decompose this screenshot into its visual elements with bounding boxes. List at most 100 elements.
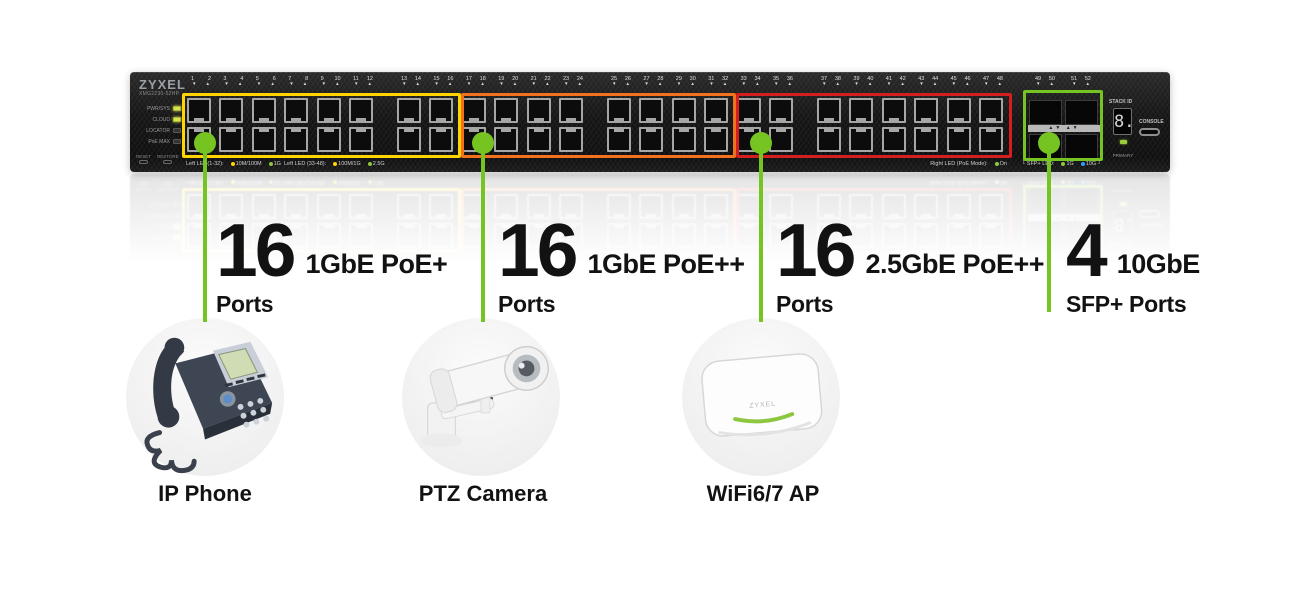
legend-text: Left LED (33-48): (283, 161, 327, 167)
ip-phone-illustration (144, 337, 273, 474)
status-led-row: CLOUD (135, 114, 181, 125)
rj45-port (526, 98, 551, 123)
rj45-port (736, 98, 761, 123)
restore-button: RESTORE (157, 154, 179, 164)
legend-text: 1G (273, 161, 281, 167)
rj45-port (397, 98, 421, 123)
port-arrow-icons: ▼▲ (289, 81, 308, 86)
connector-line-1 (194, 132, 216, 322)
port-arrow-icons: ▼▲ (774, 81, 792, 86)
connector-dot-3 (750, 132, 772, 154)
legend-dot (1061, 161, 1066, 166)
rj45-port (251, 127, 276, 152)
port-arrow-icons: ▼▲ (644, 81, 663, 86)
sfp-cage (1029, 100, 1062, 125)
rj45-port (559, 127, 583, 152)
device-circle-ptz-camera (402, 318, 560, 476)
port-arrow-icons: ▼▲ (354, 81, 372, 86)
annotation-count: 16 (776, 208, 856, 292)
rj45-port (251, 98, 276, 123)
connector-dot-4 (1038, 132, 1060, 154)
port-arrow-icons: ▼▲ (224, 81, 243, 86)
device-circle-wifi-ap: ZYXEL (682, 318, 840, 476)
legend-text: 10M/100M (235, 161, 262, 167)
rj45-port (881, 98, 906, 123)
rj45-port (284, 127, 309, 152)
rj45-port (946, 98, 971, 123)
legend-right: Right LED (PoE Mode):On (760, 161, 1010, 167)
rj45-port (429, 98, 454, 123)
connector-line-4 (1038, 132, 1060, 312)
rj45-port (397, 127, 421, 152)
status-led-label: PWR/SYS (146, 105, 170, 112)
port-arrow-icons: ▼▲ (434, 81, 453, 86)
legend-text: 2.5G (372, 161, 385, 167)
rj45-port (881, 127, 906, 152)
port-arrow-icons: ▼▲ (886, 81, 905, 86)
port-group-annotation-4: 4 10GbE SFP+ Ports (1066, 213, 1201, 318)
model-number: XMG2230-52HP (139, 91, 180, 97)
port-arrow-icons: ▼▲ (612, 81, 630, 86)
annotation-unit: Ports (216, 290, 274, 317)
rj45-port (671, 98, 696, 123)
rj45-port (704, 98, 729, 123)
legend-text: Right LED (PoE Mode): (930, 161, 988, 167)
connector-dot-1 (194, 132, 216, 154)
port-arrow-icons: ▼▲ (984, 81, 1002, 86)
port-arrow-icons: ▼▲ (466, 81, 485, 86)
status-led-label: PoE MAX (148, 138, 170, 145)
rj45-port (769, 98, 793, 123)
port-arrow-icons: ▼▲ (1072, 81, 1090, 86)
rj45-port (704, 127, 729, 152)
rj45-port (849, 127, 874, 152)
legend-dot (994, 161, 999, 166)
rj45-port (671, 127, 696, 152)
rj45-port (461, 98, 486, 123)
rj45-port (817, 98, 841, 123)
port-arrow-icons: ▼▲ (822, 81, 840, 86)
port-arrow-icons: ▼▲ (1036, 81, 1054, 86)
status-led (173, 117, 181, 122)
rj45-port (849, 98, 874, 123)
legend-text: 10G ┘ (1085, 161, 1102, 167)
port-arrow-icons: ▼▲ (256, 81, 275, 86)
legend-dot (230, 161, 235, 166)
port-arrow-icons: ▼▲ (919, 81, 938, 86)
console-label: CONSOLE (1139, 119, 1164, 125)
wifi-ap-illustration: ZYXEL (701, 353, 823, 437)
rj45-port (914, 98, 939, 123)
stack-id-display: 8. (1113, 108, 1134, 135)
annotation-spec: 1GbE PoE++ (587, 248, 745, 279)
rj45-port (526, 127, 551, 152)
rj45-port (316, 98, 341, 123)
annotation-spec: 10GbE (1116, 248, 1201, 279)
